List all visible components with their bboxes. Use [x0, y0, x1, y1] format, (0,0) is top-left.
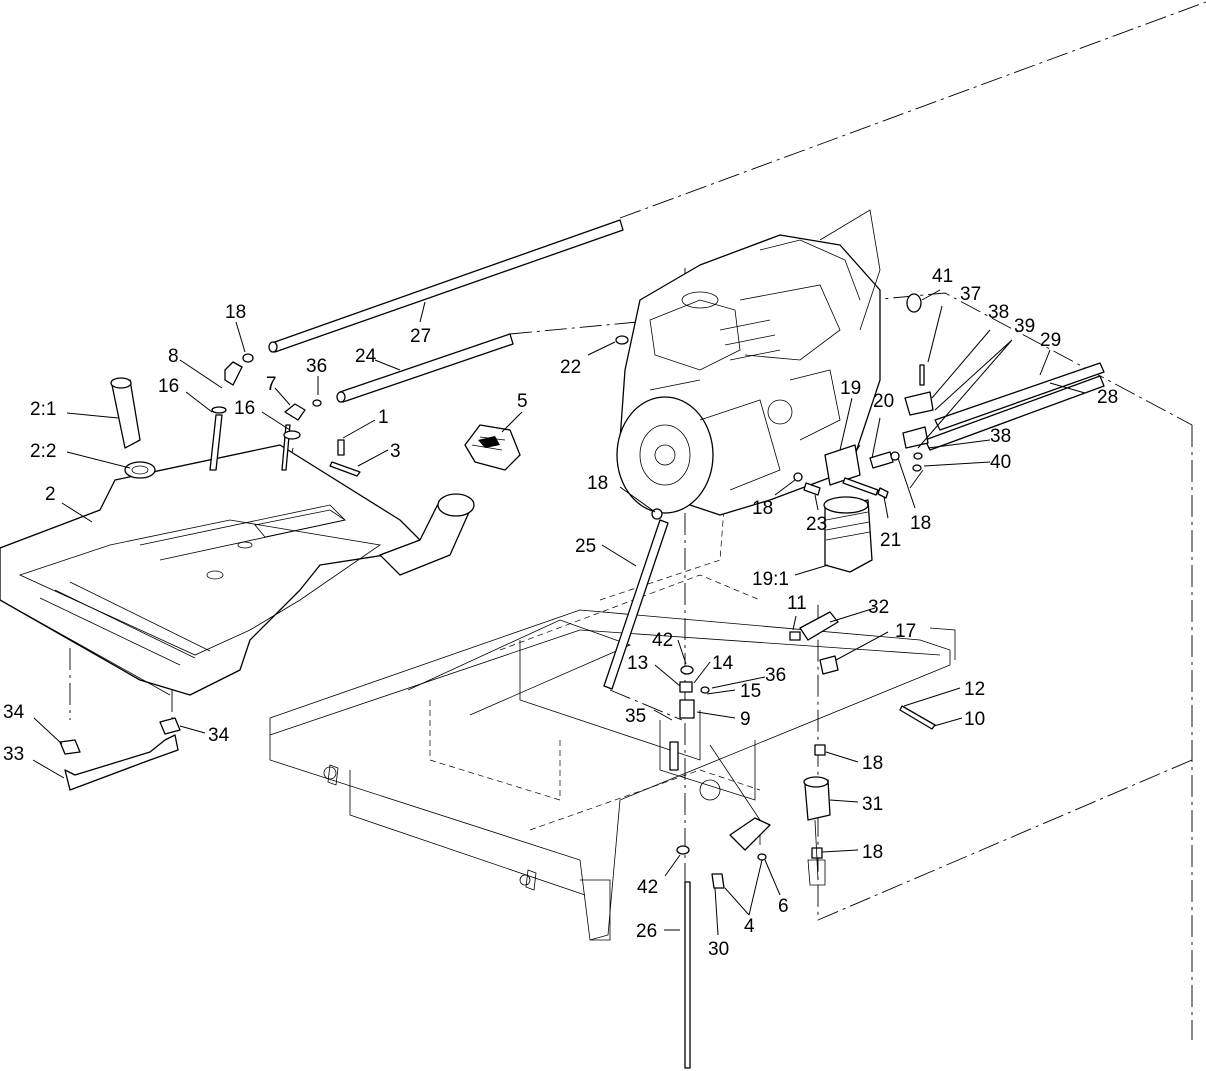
callout-8: 8	[168, 346, 179, 367]
fuel-filter	[823, 496, 873, 573]
callout-2-2: 2:2	[30, 441, 56, 462]
callout-5: 5	[517, 391, 528, 412]
callout-42b: 42	[637, 877, 658, 898]
callout-3: 3	[390, 441, 401, 462]
callout-33: 33	[3, 744, 24, 765]
callout-labels: 2:1 2:2 2 16 8 18 27 24 36 7 16 1 3 5 22…	[3, 266, 1118, 960]
chassis-frame	[269, 494, 956, 941]
callout-36b: 36	[765, 665, 786, 686]
filler-neck	[379, 493, 475, 576]
callout-29: 29	[1040, 330, 1061, 351]
callout-25: 25	[575, 536, 596, 557]
callout-18c: 18	[752, 498, 773, 519]
callout-1: 1	[378, 407, 389, 428]
callout-10: 10	[964, 709, 985, 730]
engine	[616, 209, 881, 516]
callout-12: 12	[964, 679, 985, 700]
callout-23: 23	[806, 514, 827, 535]
callout-38b: 38	[990, 426, 1011, 447]
fuel-cap	[464, 424, 521, 471]
callout-13: 13	[627, 653, 648, 674]
callout-26: 26	[636, 921, 657, 942]
callout-4: 4	[744, 916, 755, 937]
fuel-lines	[64, 219, 1105, 1069]
callout-28: 28	[1097, 387, 1118, 408]
callout-18d: 18	[587, 473, 608, 494]
callout-14: 14	[712, 653, 734, 674]
callout-40: 40	[990, 452, 1011, 473]
callout-37: 37	[960, 284, 981, 305]
leader-lines	[32, 289, 1086, 936]
callout-6: 6	[778, 896, 789, 917]
fuel-gauge-parts	[110, 377, 156, 479]
callout-15: 15	[740, 681, 761, 702]
callout-39: 39	[1014, 316, 1035, 337]
callout-18a: 18	[225, 302, 246, 323]
callout-19: 19	[840, 378, 861, 399]
fuel-tank	[0, 444, 421, 696]
callout-21: 21	[880, 530, 901, 551]
callout-31: 31	[862, 794, 883, 815]
callout-35: 35	[625, 706, 646, 727]
callout-38a: 38	[988, 302, 1009, 323]
callout-41: 41	[932, 266, 953, 287]
callout-24: 24	[355, 346, 377, 367]
callout-16b: 16	[234, 398, 255, 419]
callout-34b: 34	[208, 725, 230, 746]
hardware	[59, 293, 936, 889]
callout-16a: 16	[158, 376, 179, 397]
callout-20: 20	[873, 391, 894, 412]
callout-17: 17	[895, 621, 916, 642]
callout-11: 11	[787, 593, 807, 614]
callout-9: 9	[740, 709, 751, 730]
callout-7: 7	[266, 374, 277, 395]
callout-36a: 36	[306, 356, 327, 377]
callout-34a: 34	[3, 702, 25, 723]
callout-42a: 42	[652, 630, 673, 651]
fuel-pump	[803, 776, 831, 886]
callout-2: 2	[45, 484, 56, 505]
callout-2-1: 2:1	[30, 399, 56, 420]
callout-30: 30	[708, 939, 729, 960]
callout-32: 32	[868, 597, 889, 618]
callout-18f: 18	[862, 842, 883, 863]
callout-18b: 18	[910, 513, 931, 534]
callout-18e: 18	[862, 753, 883, 774]
callout-19-1: 19:1	[752, 569, 789, 590]
callout-22: 22	[560, 357, 581, 378]
callout-27: 27	[410, 326, 431, 347]
